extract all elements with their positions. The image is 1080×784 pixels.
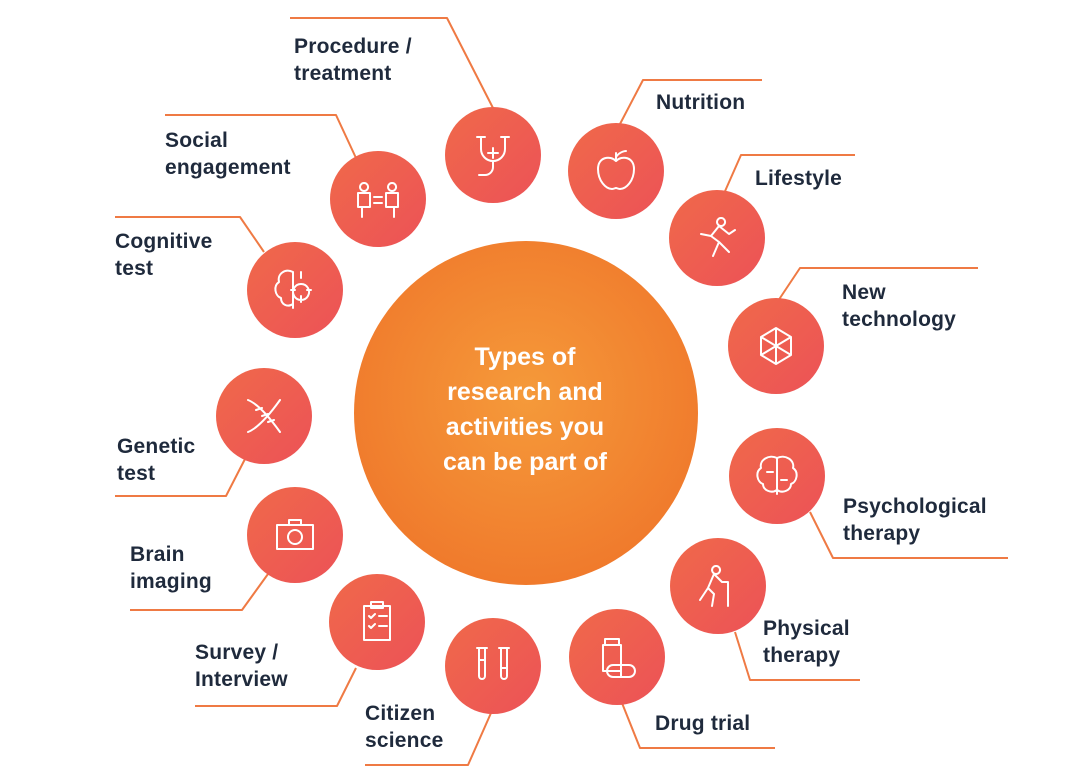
- apple-icon: [597, 150, 635, 190]
- stethoscope-cross-icon: [476, 136, 510, 176]
- connector-procedure-treatment: [290, 17, 494, 109]
- label-line: Cognitive: [115, 230, 213, 253]
- label-line: Genetic: [117, 435, 196, 458]
- connector-lifestyle: [721, 154, 855, 199]
- label-line: imaging: [130, 570, 212, 593]
- label-drug-trial: Drug trial: [655, 710, 750, 737]
- connector-cognitive-test: [115, 216, 265, 253]
- node-physical-therapy: [670, 538, 766, 634]
- node-procedure-treatment: [445, 107, 541, 203]
- walking-cane-icon: [699, 565, 729, 607]
- node-circle: [670, 538, 766, 634]
- node-circle: [247, 487, 343, 583]
- brain-icon: [756, 455, 798, 495]
- node-social-engagement: [330, 151, 426, 247]
- center-title-line: research and: [447, 378, 603, 406]
- connector-psychological-therapy: [809, 511, 1008, 559]
- node-circle: [569, 609, 665, 705]
- connector-new-technology: [775, 267, 978, 305]
- label-nutrition: Nutrition: [656, 89, 745, 116]
- node-circle: [330, 151, 426, 247]
- people-exchange-icon: [357, 182, 399, 218]
- label-lifestyle: Lifestyle: [755, 165, 842, 192]
- label-line: technology: [842, 308, 957, 331]
- label-line: therapy: [843, 522, 921, 545]
- center-title-line: activities you: [445, 413, 605, 441]
- connector-citizen-science: [365, 712, 492, 766]
- label-social-engagement: Social engagement: [165, 127, 291, 181]
- center-title-line: Types of: [474, 343, 576, 371]
- node-genetic-test: [216, 368, 312, 464]
- connector-nutrition: [619, 79, 762, 125]
- clipboard-checklist-icon: [363, 601, 391, 641]
- label-line: therapy: [763, 644, 841, 667]
- connector-genetic-test: [115, 458, 246, 497]
- label-line: Interview: [195, 668, 288, 691]
- test-tubes-icon: [476, 647, 510, 680]
- node-survey-interview: [329, 574, 425, 670]
- label-line: engagement: [165, 156, 291, 179]
- label-genetic-test: Genetic test: [117, 433, 195, 487]
- label-line: Lifestyle: [755, 167, 842, 190]
- node-brain-imaging: [247, 487, 343, 583]
- label-line: Citizen: [365, 702, 436, 725]
- label-psychological-therapy: Psychological therapy: [843, 493, 987, 547]
- running-person-icon: [700, 217, 736, 257]
- label-line: Survey /: [195, 641, 279, 664]
- center-title-line: can be part of: [443, 448, 607, 476]
- node-circle: [568, 123, 664, 219]
- connector-physical-therapy: [734, 631, 860, 681]
- label-brain-imaging: Brain imaging: [130, 541, 212, 595]
- label-line: Physical: [763, 617, 850, 640]
- node-circle: [669, 190, 765, 286]
- label-line: Psychological: [843, 495, 987, 518]
- label-line: science: [365, 729, 444, 752]
- node-lifestyle: [669, 190, 765, 286]
- center-circle: [354, 241, 698, 585]
- label-procedure-treatment: Procedure / treatment: [294, 33, 412, 87]
- label-line: Drug trial: [655, 712, 751, 735]
- node-drug-trial: [569, 609, 665, 705]
- label-line: New: [842, 281, 886, 304]
- label-line: test: [117, 462, 156, 485]
- brain-gear-icon: [274, 269, 312, 309]
- label-citizen-science: Citizen science: [365, 700, 443, 754]
- molecule-network-icon: [760, 327, 792, 365]
- node-citizen-science: [445, 618, 541, 714]
- node-circle: [329, 574, 425, 670]
- label-new-technology: New technology: [842, 279, 956, 333]
- label-line: Nutrition: [656, 91, 746, 114]
- node-psychological-therapy: [729, 428, 825, 524]
- dna-icon: [247, 399, 281, 433]
- label-line: Procedure /: [294, 35, 412, 58]
- center-title: Types of research and activities you can…: [380, 340, 670, 480]
- label-survey-interview: Survey / Interview: [195, 639, 288, 693]
- node-new-technology: [728, 298, 824, 394]
- connector-survey-interview: [195, 667, 357, 707]
- label-line: Brain: [130, 543, 185, 566]
- node-circle: [445, 618, 541, 714]
- label-line: Social: [165, 129, 229, 152]
- label-cognitive-test: Cognitive test: [115, 228, 212, 282]
- node-cognitive-test: [247, 242, 343, 338]
- pill-bottle-icon: [602, 638, 636, 678]
- node-nutrition: [568, 123, 664, 219]
- label-line: test: [115, 257, 154, 280]
- label-line: treatment: [294, 62, 392, 85]
- connector-social-engagement: [165, 114, 357, 159]
- connector-brain-imaging: [130, 573, 269, 611]
- connector-drug-trial: [621, 702, 775, 749]
- label-physical-therapy: Physical therapy: [763, 615, 850, 669]
- camera-icon: [276, 519, 314, 550]
